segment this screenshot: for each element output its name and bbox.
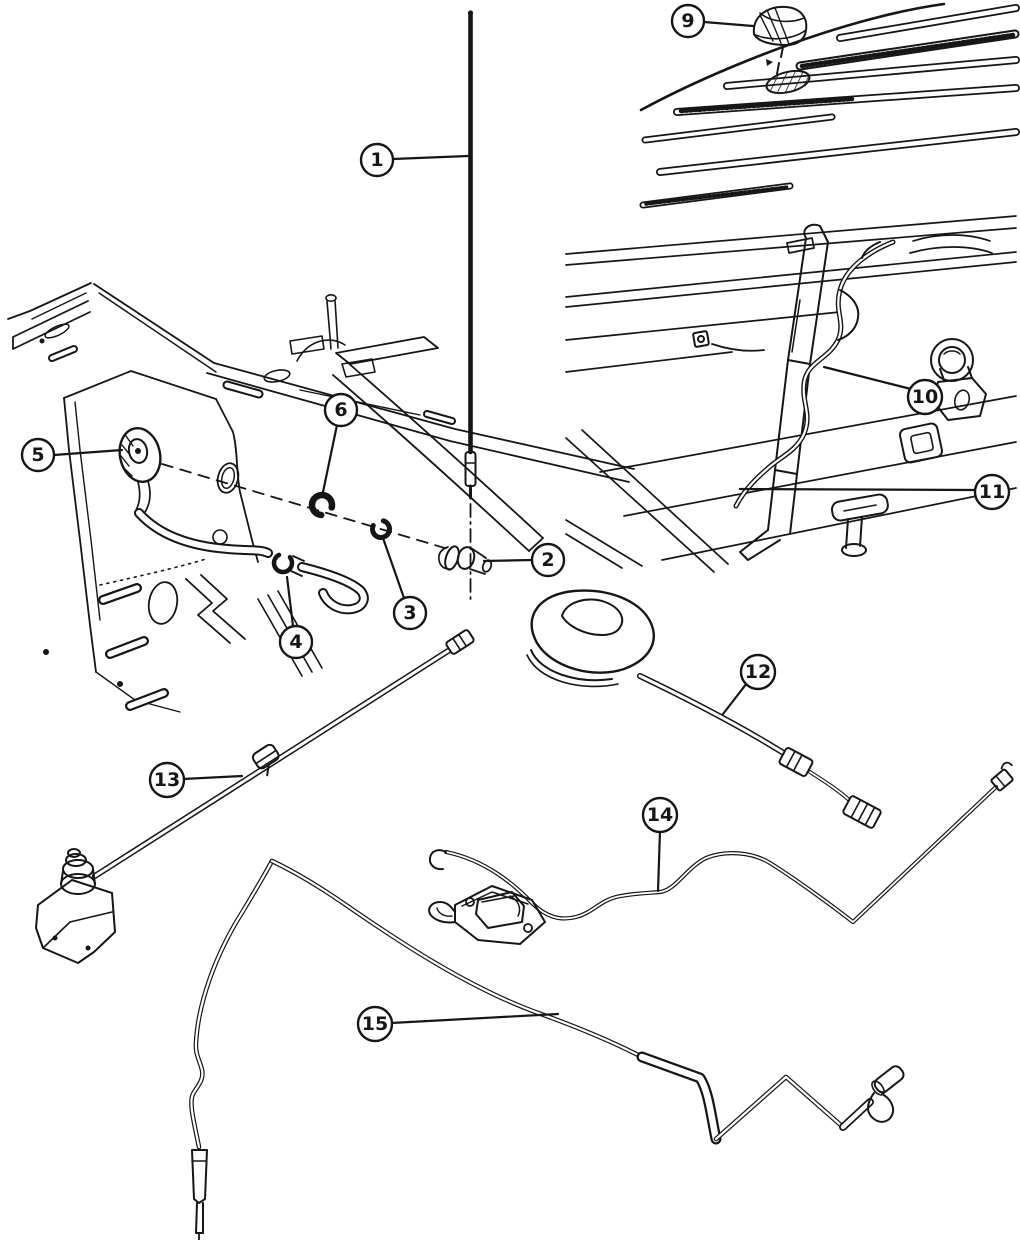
grommet (308, 491, 336, 519)
harness-clip (692, 330, 765, 352)
cowl-structure (7, 282, 635, 713)
callout-10: 10 (822, 365, 944, 416)
callout-15: 15 (356, 1005, 560, 1043)
cable-hole (216, 462, 240, 494)
roof-ribs (639, 4, 1020, 209)
antenna-cable-15 (189, 858, 905, 1240)
antenna-mast (464, 10, 477, 601)
callout-12: 12 (721, 653, 777, 716)
callout-9-label: 9 (681, 10, 694, 32)
underbody-harness (733, 239, 896, 509)
cap-mount-pad (765, 46, 811, 95)
callout-14-label: 14 (647, 804, 673, 826)
callout-15-label: 15 (362, 1013, 388, 1035)
callout-9: 9 (670, 3, 755, 39)
callout-11-label: 11 (979, 481, 1005, 503)
inline-connector (778, 747, 814, 777)
break-line (185, 578, 231, 644)
callout-6: 6 (321, 392, 359, 494)
elbow-connector (867, 1065, 905, 1123)
antenna-body (118, 427, 162, 516)
callout-2: 2 (482, 542, 566, 578)
cable-clip (251, 743, 280, 777)
callout-11: 11 (738, 473, 1011, 511)
dome-antenna-module (526, 589, 882, 829)
callout-12-label: 12 (745, 661, 771, 683)
callout-10-label: 10 (912, 386, 938, 408)
wire-connector (990, 761, 1014, 792)
gps-module (428, 885, 546, 945)
module-tab (428, 901, 456, 924)
assembly-axis (161, 463, 449, 550)
callout-1-label: 1 (370, 149, 383, 171)
callout-5: 5 (20, 437, 124, 473)
gps-wire-14 (428, 761, 1014, 925)
callout-4: 4 (278, 575, 314, 660)
callout-1: 1 (359, 142, 470, 178)
callout-3-label: 3 (403, 602, 416, 624)
callout-2-label: 2 (541, 549, 554, 571)
callout-3: 3 (381, 536, 428, 631)
callout-5-label: 5 (31, 444, 44, 466)
square-clip (898, 422, 944, 464)
antenna-cable-tube (134, 508, 369, 615)
callout-13: 13 (148, 761, 244, 799)
cowl-bracket-strap (335, 336, 439, 365)
roof-panel (639, 2, 1020, 209)
cable-plug (191, 1149, 208, 1240)
callout-13-label: 13 (154, 769, 180, 791)
t-bracket (830, 493, 889, 557)
base-bracket (35, 848, 116, 964)
cable-end-ring (271, 551, 295, 575)
underbody-structure (565, 215, 1017, 573)
callout-4-label: 4 (289, 631, 302, 653)
antenna-adapter (456, 546, 493, 575)
end-connector (842, 795, 882, 829)
callouts: 1 2 3 4 5 (20, 3, 1011, 1043)
panel-oval-hole (147, 581, 179, 625)
snap-ring (370, 518, 392, 540)
mount-channel (739, 223, 829, 561)
break-line (200, 574, 246, 640)
panel-slots (98, 583, 169, 711)
antenna-cap (752, 5, 808, 46)
callout-14: 14 (641, 796, 679, 893)
roof-edge (639, 2, 946, 112)
cable-assembly-13 (35, 629, 475, 964)
cable-connector (445, 629, 475, 655)
callout-6-label: 6 (334, 399, 347, 421)
